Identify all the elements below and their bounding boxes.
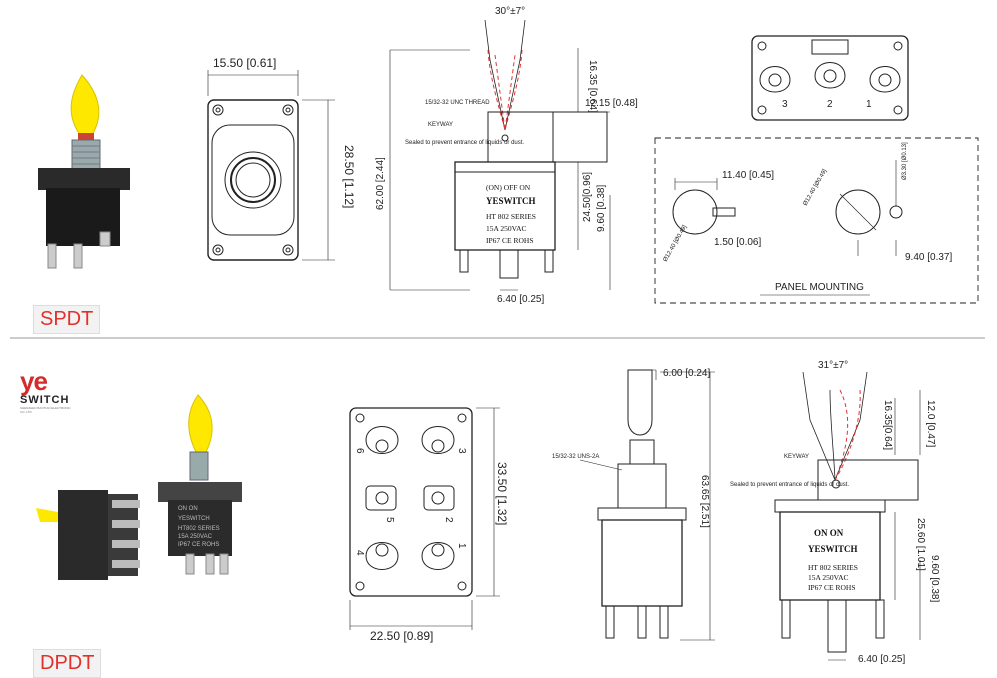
svg-text:15A 250VAC: 15A 250VAC (178, 534, 213, 540)
dpdt-term-1: 1 (456, 543, 467, 549)
logo-mark: ye (20, 366, 48, 396)
dpdt-bottom-view (349, 407, 500, 630)
spdt-body-width: 12.15 [0.48] (585, 98, 638, 109)
dpdt-body-text: ON ON YESWITCH HT 802 SERIES 15A 250VAC … (808, 528, 858, 592)
dpdt-term-3: 3 (456, 448, 467, 454)
svg-text:IP67 CE ROHS: IP67 CE ROHS (808, 583, 856, 592)
spdt-term-1: 1 (866, 99, 872, 110)
svg-text:HT 802 SERIES: HT 802 SERIES (808, 563, 858, 572)
spdt-height-dim: 28.50 [1.12] (342, 145, 356, 208)
spdt-photo (38, 74, 130, 269)
dpdt-keyway: KEYWAY (784, 454, 809, 460)
panel-hole-dia-left: Ø12.40 [Ø0.49] (663, 224, 689, 263)
svg-text:ON ON: ON ON (814, 528, 844, 538)
dpdt-term-4: 4 (354, 550, 365, 556)
dpdt-width-dim: 22.50 [0.89] (370, 629, 433, 643)
spdt-keyway: KEYWAY (428, 122, 453, 128)
svg-text:(ON) OFF ON: (ON) OFF ON (486, 183, 531, 192)
svg-text:ON ON: ON ON (178, 506, 198, 512)
svg-text:15A 250VAC: 15A 250VAC (808, 573, 849, 582)
spdt-side-view (389, 19, 611, 291)
spdt-front-view (207, 70, 335, 261)
spdt-body-text: (ON) OFF ON YESWITCH HT 802 SERIES 15A 2… (486, 183, 536, 245)
spdt-terminal-height: 9.60 [0.38] (596, 185, 607, 232)
dpdt-term-2: 2 (443, 517, 454, 523)
spdt-width-dim: 15.50 [0.61] (213, 56, 276, 70)
dpdt-thread: 15/32-32 UNS-2A (552, 454, 599, 460)
spdt-angle: 30°±7° (495, 6, 525, 17)
spdt-bottom-view (751, 35, 909, 121)
brand-logo: ye SWITCH SHENZHEN BAOTIAN ELECTRONIC CO… (20, 368, 82, 414)
dpdt-lever-width: 6.00 [0.24] (663, 368, 710, 379)
dpdt-body-height: 25.60 [1.01] (915, 518, 926, 571)
panel-title: PANEL MOUNTING (775, 282, 864, 293)
logo-sub: SHENZHEN BAOTIAN ELECTRONIC CO.,LTD (20, 406, 71, 414)
spdt-lever-height: 16.35 [0.64] (587, 60, 598, 113)
svg-text:15A 250VAC: 15A 250VAC (486, 224, 527, 233)
dpdt-lever-height: 16.35[0.64] (882, 400, 893, 450)
panel-hole-dia-right: Ø12.40 [Ø0.49] (803, 168, 829, 207)
svg-text:YESWITCH: YESWITCH (808, 544, 858, 554)
spdt-body-height: 24.50[0.96] (582, 172, 593, 222)
svg-text:HT 802 SERIES: HT 802 SERIES (486, 212, 536, 221)
panel-key-width: 11.40 [0.45] (722, 170, 774, 181)
spdt-term-3: 3 (782, 99, 788, 110)
svg-text:YESWITCH: YESWITCH (178, 516, 210, 522)
svg-text:IP67 CE ROHS: IP67 CE ROHS (178, 542, 219, 548)
dpdt-term-6: 6 (354, 448, 365, 454)
spdt-term-2: 2 (827, 99, 833, 110)
spdt-total-height: 62.00 [2.44] (375, 157, 386, 210)
dpdt-sealed: Sealed to prevent entrance of liquids or… (730, 482, 849, 488)
spdt-thread: 15/32-32 UNC THREAD (425, 100, 490, 106)
panel-small-hole: Ø3.30 [Ø0.13] (902, 142, 908, 180)
spdt-sealed: Sealed to prevent entrance of liquids or… (405, 140, 524, 146)
svg-text:IP67 CE ROHS: IP67 CE ROHS (486, 236, 534, 245)
panel-spacing: 9.40 [0.37] (905, 252, 952, 263)
dpdt-body-width: 12.0 [0.47] (925, 400, 936, 447)
panel-key-depth: 1.50 [0.06] (714, 237, 761, 248)
dpdt-angle: 31°±7° (818, 360, 848, 371)
panel-mounting (654, 137, 979, 304)
dpdt-term-5: 5 (384, 517, 395, 523)
dpdt-total-height: 63.65 [2.51] (699, 475, 710, 528)
spdt-terminal-width: 6.40 [0.25] (497, 294, 544, 305)
dpdt-terminal-height: 9.60 [0.38] (929, 555, 940, 602)
svg-text:YESWITCH: YESWITCH (486, 196, 536, 206)
logo-text: SWITCH (20, 394, 70, 406)
dpdt-side-view (579, 369, 715, 641)
spdt-label: SPDT (33, 305, 101, 334)
dpdt-terminal-width: 6.40 [0.25] (858, 654, 905, 665)
dpdt-height-dim: 33.50 [1.32] (495, 462, 509, 525)
dpdt-photo-text: ON ON YESWITCH HT802 SERIES 15A 250VAC I… (178, 506, 220, 548)
svg-text:HT802 SERIES: HT802 SERIES (178, 526, 220, 532)
dpdt-side-view-right (774, 371, 921, 661)
dpdt-photo (36, 394, 242, 580)
